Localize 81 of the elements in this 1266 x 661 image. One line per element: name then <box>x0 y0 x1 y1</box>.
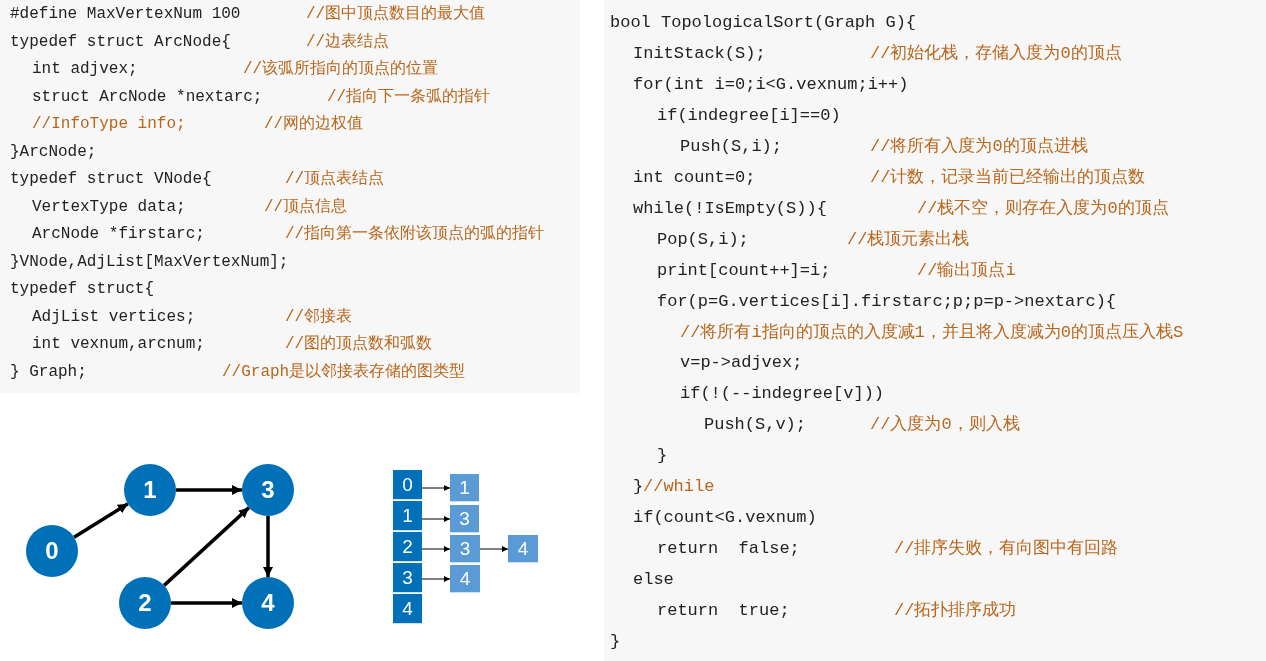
arc-node-cell: 1 <box>450 474 479 502</box>
arrow <box>263 516 273 577</box>
code-line: if(count<G.vexnum) <box>633 508 817 529</box>
arrow <box>421 576 451 582</box>
code-line: else <box>633 570 674 591</box>
arrow <box>479 546 509 552</box>
arc-node-cell: 3 <box>450 505 479 533</box>
code-line: Pop(S,i); <box>657 229 749 250</box>
code-comment: //顶点信息 <box>264 196 348 217</box>
vertex-circle: 0 <box>26 525 78 577</box>
code-line: while(!IsEmpty(S)){ <box>633 198 827 219</box>
vertex-table-cell: 3 <box>393 563 422 593</box>
code-line: for(p=G.vertices[i].firstarc;p;p=p->nextarc){ <box>657 291 1117 312</box>
code-line: int count=0; <box>633 167 756 188</box>
code-line: typedef struct ArcNode{ <box>10 31 231 52</box>
code-line: return true; <box>657 601 790 622</box>
code-line: struct ArcNode *nextarc; <box>32 86 263 107</box>
code-line: }ArcNode; <box>10 141 97 162</box>
arc-node-cell: 3 <box>450 535 480 563</box>
code-line: } <box>633 477 644 498</box>
arrow <box>421 546 451 552</box>
code-comment: //将所有i指向的顶点的入度减1，并且将入度减为0的顶点压入栈S <box>680 322 1184 343</box>
code-line: } <box>610 632 621 652</box>
code-comment: //图的顶点数和弧数 <box>285 334 433 354</box>
code-line: VertexType data; <box>32 196 186 217</box>
code-line: ArcNode *firstarc; <box>32 224 205 244</box>
code-comment: //指向下一条弧的指针 <box>327 86 491 107</box>
code-comment: //计数，记录当前已经输出的顶点数 <box>870 167 1146 188</box>
arrow <box>421 485 451 491</box>
code-comment: //初始化栈，存储入度为0的顶点 <box>870 43 1122 64</box>
code-line: bool TopologicalSort(Graph G){ <box>610 13 917 33</box>
code-line: if(!(--indegree[v])) <box>680 384 885 405</box>
code-line: for(int i=0;i<G.vexnum;i++) <box>633 74 909 95</box>
code-line: if(indegree[i]==0) <box>657 105 841 126</box>
arrow <box>171 598 242 608</box>
vertex-circle: 1 <box>124 464 176 516</box>
code-line: InitStack(S); <box>633 43 766 64</box>
code-comment: //网的边权值 <box>264 114 364 134</box>
code-comment: //该弧所指向的顶点的位置 <box>243 59 439 79</box>
vertex-circle: 2 <box>119 577 171 629</box>
code-comment: //顶点表结点 <box>285 169 385 189</box>
code-comment: //边表结点 <box>306 31 390 52</box>
vertex-table-cell: 4 <box>393 594 422 624</box>
code-comment: //图中顶点数目的最大值 <box>306 4 486 24</box>
vertex-table-cell: 2 <box>393 532 422 562</box>
arc-node-cell: 4 <box>450 565 480 593</box>
code-line: typedef struct{ <box>10 279 155 299</box>
code-line: Push(S,v); <box>704 415 807 436</box>
code-line: }VNode,AdjList[MaxVertexNum]; <box>10 251 289 272</box>
vertex-table-cell: 1 <box>393 501 422 531</box>
code-comment: //while <box>643 477 715 498</box>
code-comment: //将所有入度为0的顶点进栈 <box>870 136 1088 157</box>
code-comment: //指向第一条依附该顶点的弧的指针 <box>285 224 545 244</box>
code-comment: //InfoType info; <box>32 114 186 134</box>
arrow <box>73 502 129 539</box>
arc-node-cell: 4 <box>508 535 538 563</box>
code-comment: //Graph是以邻接表存储的图类型 <box>222 361 466 382</box>
code-line: Push(S,i); <box>680 136 783 157</box>
code-line: typedef struct VNode{ <box>10 169 212 189</box>
code-comment: //拓扑排序成功 <box>894 601 1017 622</box>
code-line: return false; <box>657 539 800 560</box>
code-line: int vexnum,arcnum; <box>32 334 205 354</box>
code-comment: //栈不空，则存在入度为0的顶点 <box>917 198 1169 219</box>
arrow <box>176 485 242 495</box>
code-line: AdjList vertices; <box>32 306 196 327</box>
code-line: print[count++]=i; <box>657 260 831 281</box>
code-comment: //输出顶点i <box>917 260 1016 281</box>
code-line: int adjvex; <box>32 59 138 79</box>
code-comment: //栈顶元素出栈 <box>847 229 970 250</box>
code-line: } Graph; <box>10 361 87 382</box>
vertex-circle: 3 <box>242 464 294 516</box>
code-line: #define MaxVertexNum 100 <box>10 4 241 24</box>
code-line: v=p->adjvex; <box>680 353 803 374</box>
arrow <box>421 516 451 522</box>
vertex-table-cell: 0 <box>393 470 422 500</box>
code-comment: //排序失败，有向图中有回路 <box>894 539 1119 560</box>
arrow <box>162 506 251 587</box>
code-comment: //邻接表 <box>285 306 353 327</box>
code-line: } <box>657 446 668 467</box>
vertex-circle: 4 <box>242 577 294 629</box>
code-comment: //入度为0，则入栈 <box>870 415 1020 436</box>
